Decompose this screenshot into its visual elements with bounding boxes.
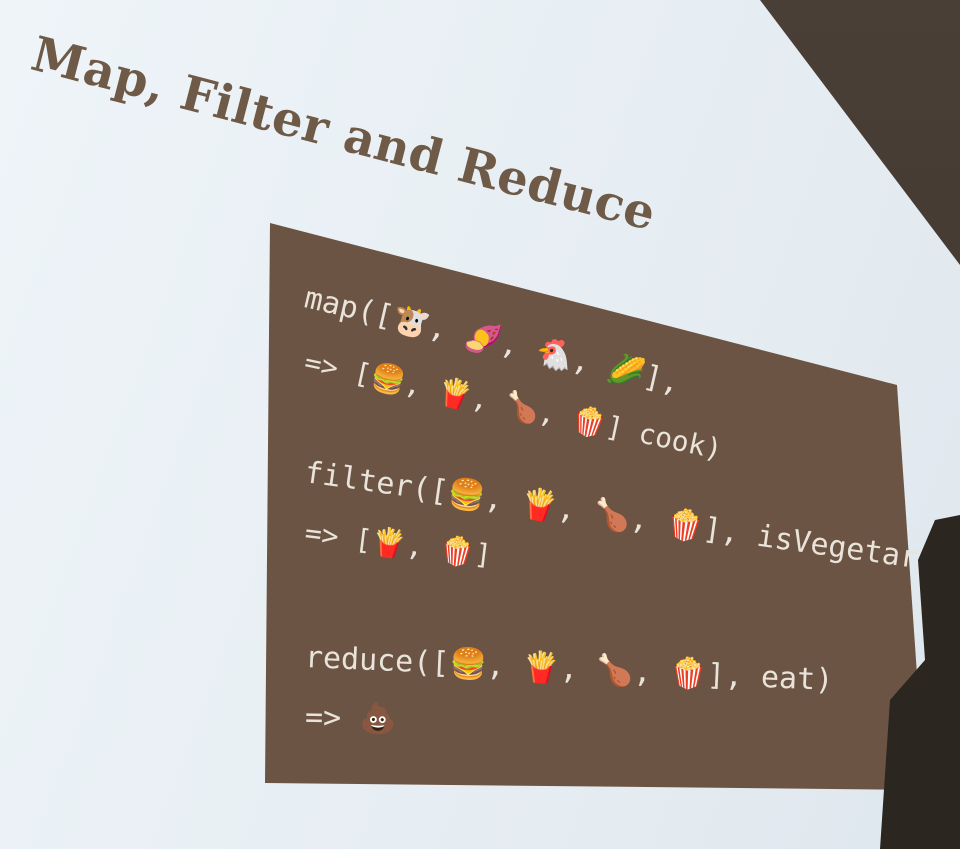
code-line-reduce-result: => 💩 xyxy=(304,700,397,737)
